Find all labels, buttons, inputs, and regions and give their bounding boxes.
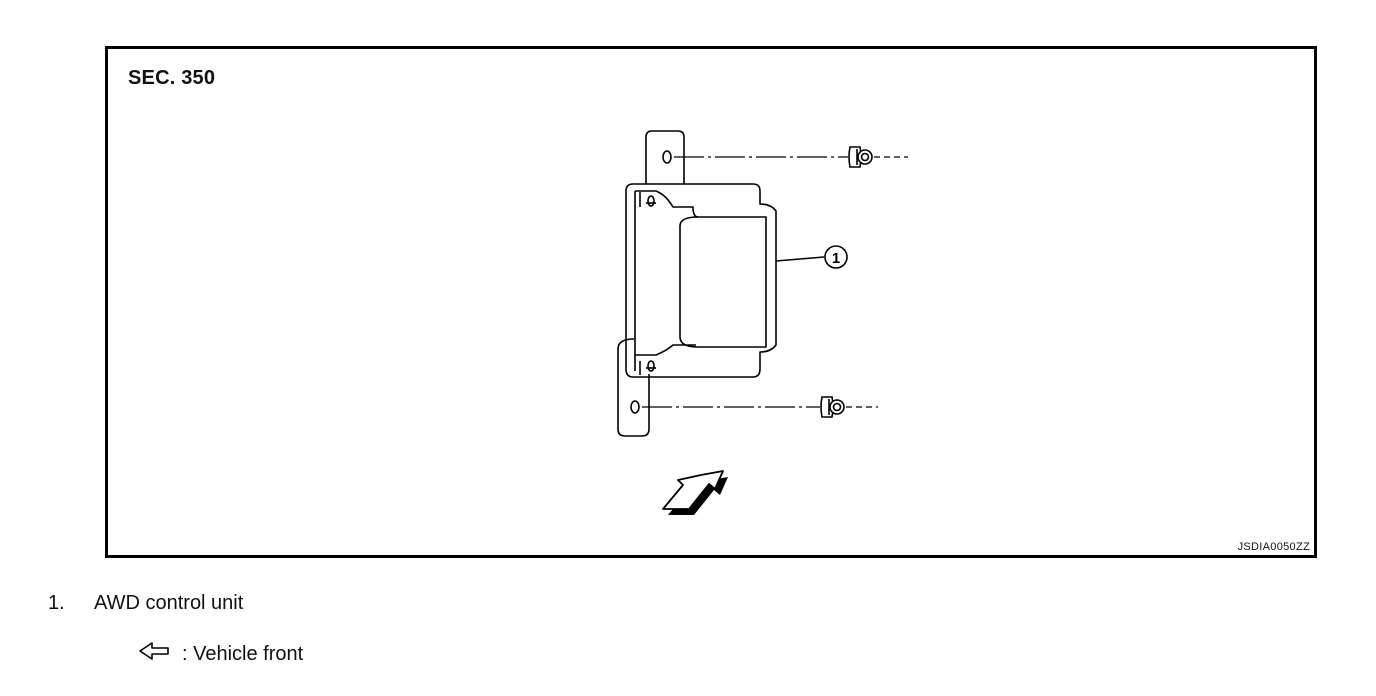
upper-bracket-hole [662,150,672,164]
legend-item-label: AWD control unit [94,592,244,614]
section-label: SEC. 350 [128,67,216,89]
legend-item: 1. AWD control unit [48,592,243,615]
figure-code: JSDIA0050ZZ [1237,541,1310,553]
awd-control-unit-diagram: 1 [617,130,908,515]
lower-bracket-hole [630,400,640,414]
callout-1-circle [824,245,848,269]
callout-1-label: 1 [832,250,840,267]
upper-bracket [645,130,685,184]
legend-item-number: 1. [48,592,65,614]
legend-direction: : Vehicle front [138,640,303,668]
control-unit-cover [679,216,767,348]
vehicle-front-arrow-icon [662,470,728,515]
figure-frame: SEC. 350 [105,46,1317,558]
lower-nut [820,396,845,418]
hollow-arrow-left-icon [138,640,170,668]
upper-tab [635,190,699,218]
lower-bracket [617,338,650,437]
direction-label: : Vehicle front [182,642,304,665]
upper-nut [848,146,873,168]
lower-tab [635,344,696,356]
control-unit-body [625,183,777,378]
callout-leader [775,256,825,262]
